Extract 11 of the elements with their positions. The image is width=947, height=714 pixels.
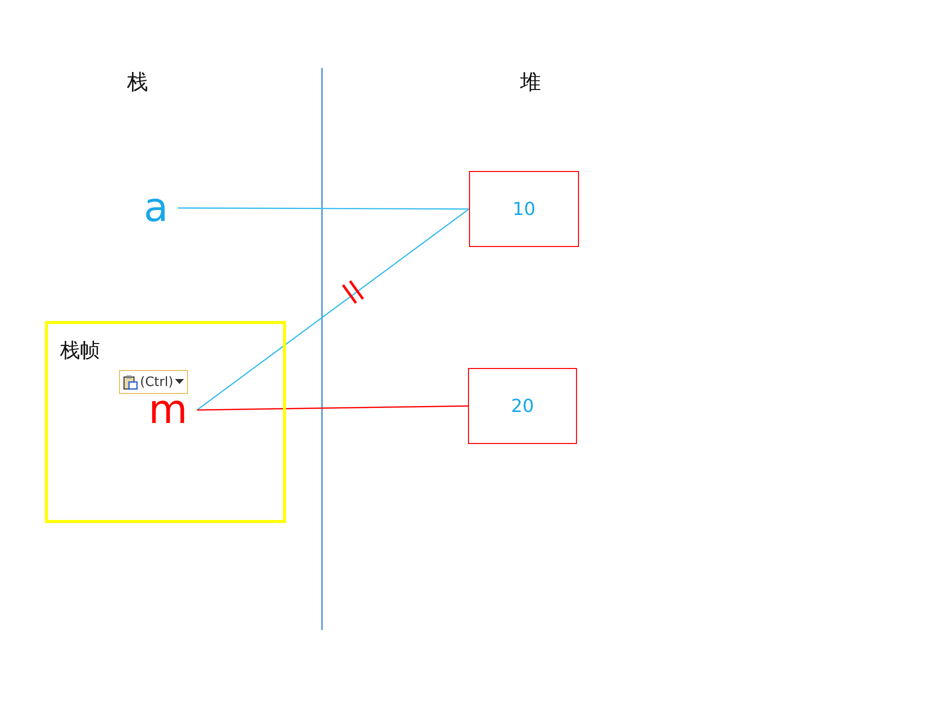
variable-name: a bbox=[140, 186, 172, 230]
frame-box bbox=[45, 321, 286, 523]
paste-options-button: (Ctrl) bbox=[119, 370, 188, 394]
connector-line bbox=[197, 405, 468, 411]
column-heading: 栈 bbox=[127, 69, 148, 96]
connector-line bbox=[196, 208, 470, 410]
connector-line bbox=[178, 207, 469, 210]
frame-heading: 栈帧 bbox=[60, 337, 100, 364]
value-box: 20 bbox=[468, 368, 577, 444]
value-box: 10 bbox=[469, 171, 579, 247]
column-heading: 堆 bbox=[520, 69, 541, 96]
